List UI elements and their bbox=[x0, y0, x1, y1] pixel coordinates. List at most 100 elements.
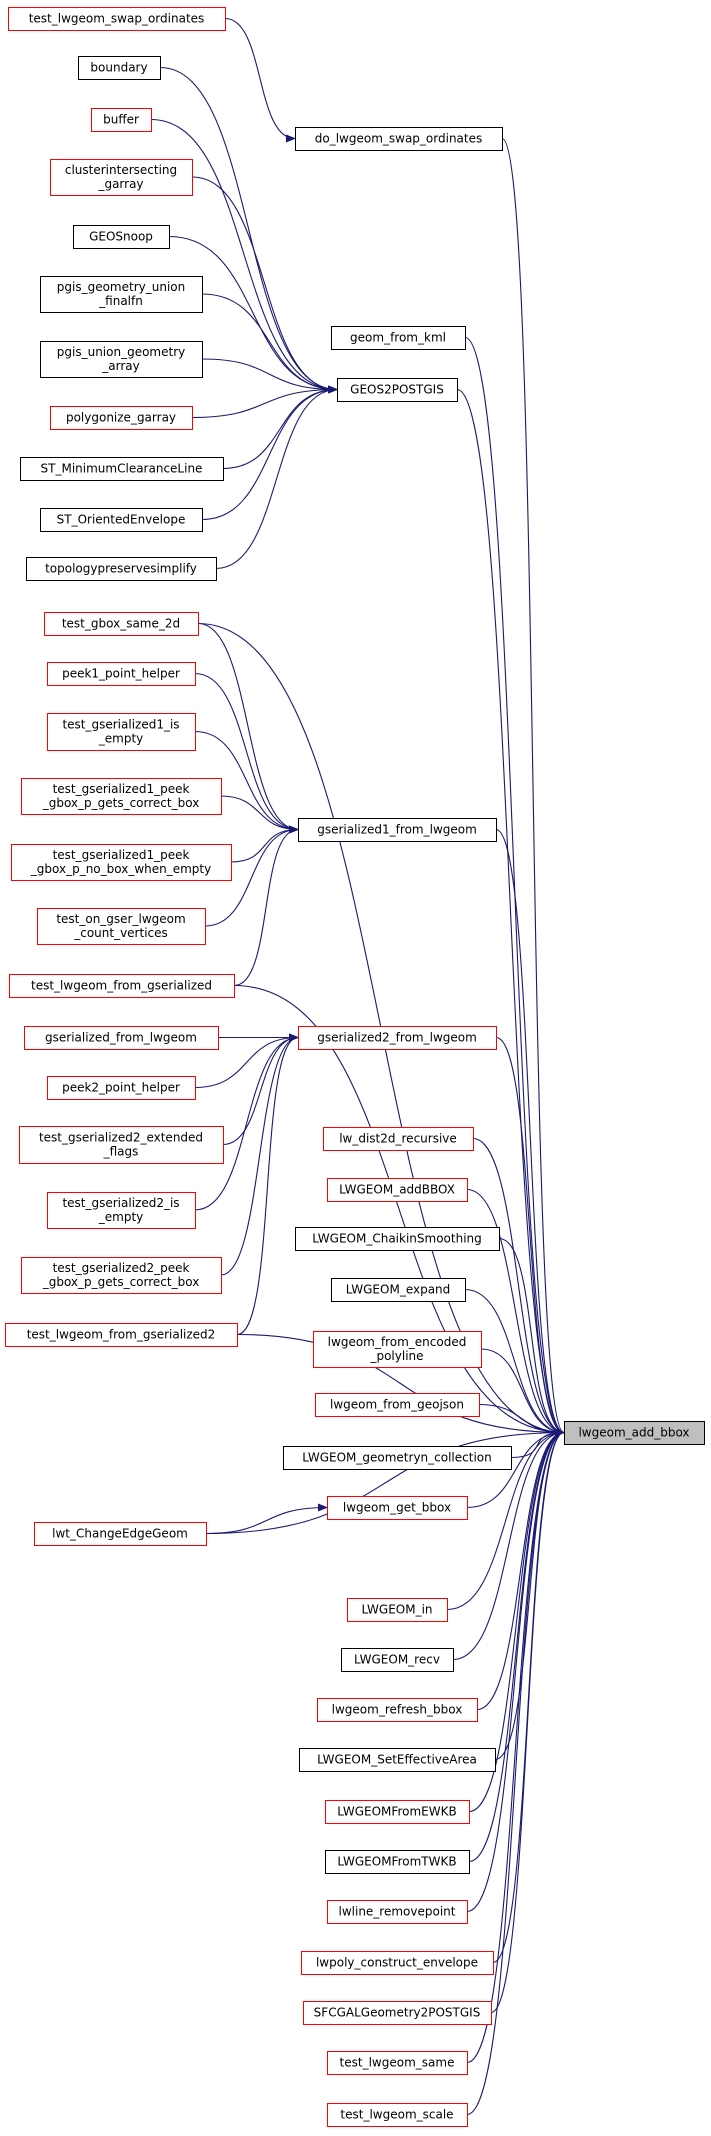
node-gser1-peek-correct[interactable]: test_gserialized1_peek_gbox_p_gets_corre… bbox=[21, 778, 222, 815]
node-peek2[interactable]: peek2_point_helper bbox=[47, 1076, 196, 1100]
node-label: do_lwgeom_swap_ordinates bbox=[315, 132, 483, 146]
node-clusterintersecting[interactable]: clusterintersecting_garray bbox=[50, 159, 193, 196]
node-box bbox=[11, 844, 232, 881]
node-polygonize-garray[interactable]: polygonize_garray bbox=[50, 406, 193, 430]
node-gserialized1-from-lwgeom[interactable]: gserialized1_from_lwgeom bbox=[298, 818, 497, 842]
node-test-same[interactable]: test_lwgeom_same bbox=[327, 2051, 468, 2075]
edge-geos2postgis-to-target bbox=[456, 388, 565, 1437]
edge-from_ewkb-to-target bbox=[468, 1428, 565, 1813]
node-label: test_on_gser_lwgeom bbox=[56, 912, 185, 926]
node-box bbox=[295, 127, 503, 151]
node-box bbox=[337, 378, 458, 402]
node-lwgeom-in[interactable]: LWGEOM_in bbox=[347, 1598, 448, 1622]
edge-from_geojson-to-target bbox=[478, 1403, 565, 1437]
node-label: lwgeom_get_bbox bbox=[343, 1501, 451, 1515]
node-recv[interactable]: LWGEOM_recv bbox=[341, 1648, 454, 1672]
edge-lwgeom_from_gser2-to-gserialized2_from_lwgeom bbox=[236, 1033, 299, 1336]
node-label: GEOSnoop bbox=[89, 230, 153, 244]
node-label: _empty bbox=[98, 1210, 144, 1224]
node-label: _gbox_p_gets_correct_box bbox=[42, 796, 200, 810]
node-from-geojson[interactable]: lwgeom_from_geojson bbox=[315, 1393, 480, 1417]
node-box bbox=[47, 713, 196, 751]
node-label: lwpoly_construct_envelope bbox=[316, 1956, 478, 1970]
node-gser2-ext-flags[interactable]: test_gserialized2_extended_flags bbox=[19, 1126, 224, 1164]
node-box bbox=[78, 56, 161, 80]
node-from-encoded-polyline[interactable]: lwgeom_from_encoded_polyline bbox=[313, 1331, 482, 1368]
node-box bbox=[8, 7, 226, 31]
edge-do_swap-to-target bbox=[501, 137, 565, 1437]
node-box bbox=[303, 2001, 492, 2025]
edge-peek1-to-gserialized1_from_lwgeom bbox=[194, 672, 299, 834]
node-gser1-peek-nobox[interactable]: test_gserialized1_peek_gbox_p_no_box_whe… bbox=[11, 844, 232, 881]
node-gser1-is-empty[interactable]: test_gserialized1_is_empty bbox=[47, 713, 196, 751]
node-gser2-peek-correct[interactable]: test_gserialized2_peek_gbox_p_gets_corre… bbox=[21, 1257, 222, 1294]
node-get-bbox[interactable]: lwgeom_get_bbox bbox=[327, 1496, 468, 1520]
node-gser-from-lwgeom[interactable]: gserialized_from_lwgeom bbox=[24, 1026, 219, 1050]
node-topologypreserve[interactable]: topologypreservesimplify bbox=[26, 557, 217, 581]
node-do-swap[interactable]: do_lwgeom_swap_ordinates bbox=[295, 127, 503, 151]
edge-refresh_bbox-to-target bbox=[476, 1428, 565, 1711]
node-gserialized2-from-lwgeom[interactable]: gserialized2_from_lwgeom bbox=[298, 1026, 497, 1050]
node-pgis-union-finalfn[interactable]: pgis_geometry_union_finalfn bbox=[40, 276, 203, 313]
node-set-effective-area[interactable]: LWGEOM_SetEffectiveArea bbox=[299, 1748, 496, 1772]
node-gser2-is-empty[interactable]: test_gserialized2_is_empty bbox=[47, 1192, 196, 1229]
edge-gbox_same_2d-to-gserialized1_from_lwgeom bbox=[197, 622, 299, 834]
node-box bbox=[327, 2051, 468, 2075]
node-geos2postgis[interactable]: GEOS2POSTGIS bbox=[337, 378, 458, 402]
node-box bbox=[91, 108, 152, 132]
edge-topologypreserve-to-geos2postgis bbox=[215, 385, 338, 570]
node-refresh-bbox[interactable]: lwgeom_refresh_bbox bbox=[317, 1698, 478, 1722]
edge-geom_from_kml-to-target bbox=[464, 336, 565, 1437]
node-buffer[interactable]: buffer bbox=[91, 108, 152, 132]
node-label: _flags bbox=[103, 1145, 139, 1159]
node-box bbox=[26, 557, 217, 581]
edge-lw_dist2d-to-target bbox=[472, 1137, 565, 1437]
node-change-edge-geom[interactable]: lwt_ChangeEdgeGeom bbox=[34, 1522, 207, 1546]
node-min-clearance-line[interactable]: ST_MinimumClearanceLine bbox=[20, 457, 224, 481]
node-lw-dist2d[interactable]: lw_dist2d_recursive bbox=[323, 1127, 474, 1151]
node-label: _array bbox=[101, 359, 139, 373]
node-boundary[interactable]: boundary bbox=[78, 56, 161, 80]
node-from-ewkb[interactable]: LWGEOMFromEWKB bbox=[325, 1800, 470, 1824]
edge-test_same-to-target bbox=[466, 1428, 565, 2064]
node-label: test_gserialized2_extended bbox=[39, 1131, 203, 1145]
node-geometryn-collection[interactable]: LWGEOM_geometryn_collection bbox=[283, 1446, 512, 1470]
edge-gser1_peek_correct-to-gserialized1_from_lwgeom bbox=[220, 795, 299, 834]
node-sfcgal2postgis[interactable]: SFCGALGeometry2POSTGIS bbox=[303, 2001, 492, 2025]
node-label: LWGEOM_expand bbox=[346, 1283, 451, 1297]
node-lwgeom-from-gser[interactable]: test_lwgeom_from_gserialized bbox=[9, 974, 235, 998]
node-from-twkb[interactable]: LWGEOMFromTWKB bbox=[325, 1850, 470, 1874]
node-on-gser-count[interactable]: test_on_gser_lwgeom_count_vertices bbox=[37, 908, 206, 945]
edge-clusterintersecting-to-geos2postgis bbox=[191, 176, 338, 394]
node-label: LWGEOMFromTWKB bbox=[337, 1855, 456, 1869]
node-peek1[interactable]: peek1_point_helper bbox=[47, 662, 196, 686]
node-box bbox=[327, 1900, 468, 1924]
node-geom-from-kml[interactable]: geom_from_kml bbox=[331, 326, 466, 350]
node-target[interactable]: lwgeom_add_bbox bbox=[564, 1421, 705, 1445]
node-box bbox=[47, 1076, 196, 1100]
node-removepoint[interactable]: lwline_removepoint bbox=[327, 1900, 468, 1924]
node-addbbox[interactable]: LWGEOM_addBBOX bbox=[327, 1178, 468, 1202]
node-expand[interactable]: LWGEOM_expand bbox=[331, 1278, 466, 1302]
node-swap-ord-test[interactable]: test_lwgeom_swap_ordinates bbox=[8, 7, 226, 31]
node-poly-construct-envelope[interactable]: lwpoly_construct_envelope bbox=[301, 1951, 494, 1975]
node-gbox-same-2d[interactable]: test_gbox_same_2d bbox=[44, 612, 199, 636]
node-label: test_lwgeom_from_gserialized2 bbox=[27, 1328, 216, 1342]
node-box bbox=[37, 908, 206, 945]
edge-on_gser_count-to-gserialized1_from_lwgeom bbox=[204, 825, 299, 927]
node-box bbox=[313, 1331, 482, 1368]
node-label: LWGEOM_in bbox=[361, 1603, 432, 1617]
node-lwgeom-from-gser2[interactable]: test_lwgeom_from_gserialized2 bbox=[5, 1323, 238, 1347]
node-label: _gbox_p_no_box_when_empty bbox=[30, 862, 211, 876]
node-box bbox=[20, 457, 224, 481]
node-label: test_gserialized2_peek bbox=[53, 1261, 190, 1275]
node-test-scale[interactable]: test_lwgeom_scale bbox=[327, 2103, 468, 2127]
node-box bbox=[24, 1026, 219, 1050]
node-geosnoop[interactable]: GEOSnoop bbox=[73, 225, 170, 249]
node-pgis-union-array[interactable]: pgis_union_geometry_array bbox=[40, 341, 203, 378]
node-oriented-envelope[interactable]: ST_OrientedEnvelope bbox=[40, 508, 203, 532]
node-box bbox=[283, 1446, 512, 1470]
node-chaikin[interactable]: LWGEOM_ChaikinSmoothing bbox=[295, 1227, 500, 1251]
node-box bbox=[331, 326, 466, 350]
node-label: test_lwgeom_scale bbox=[340, 2108, 453, 2122]
